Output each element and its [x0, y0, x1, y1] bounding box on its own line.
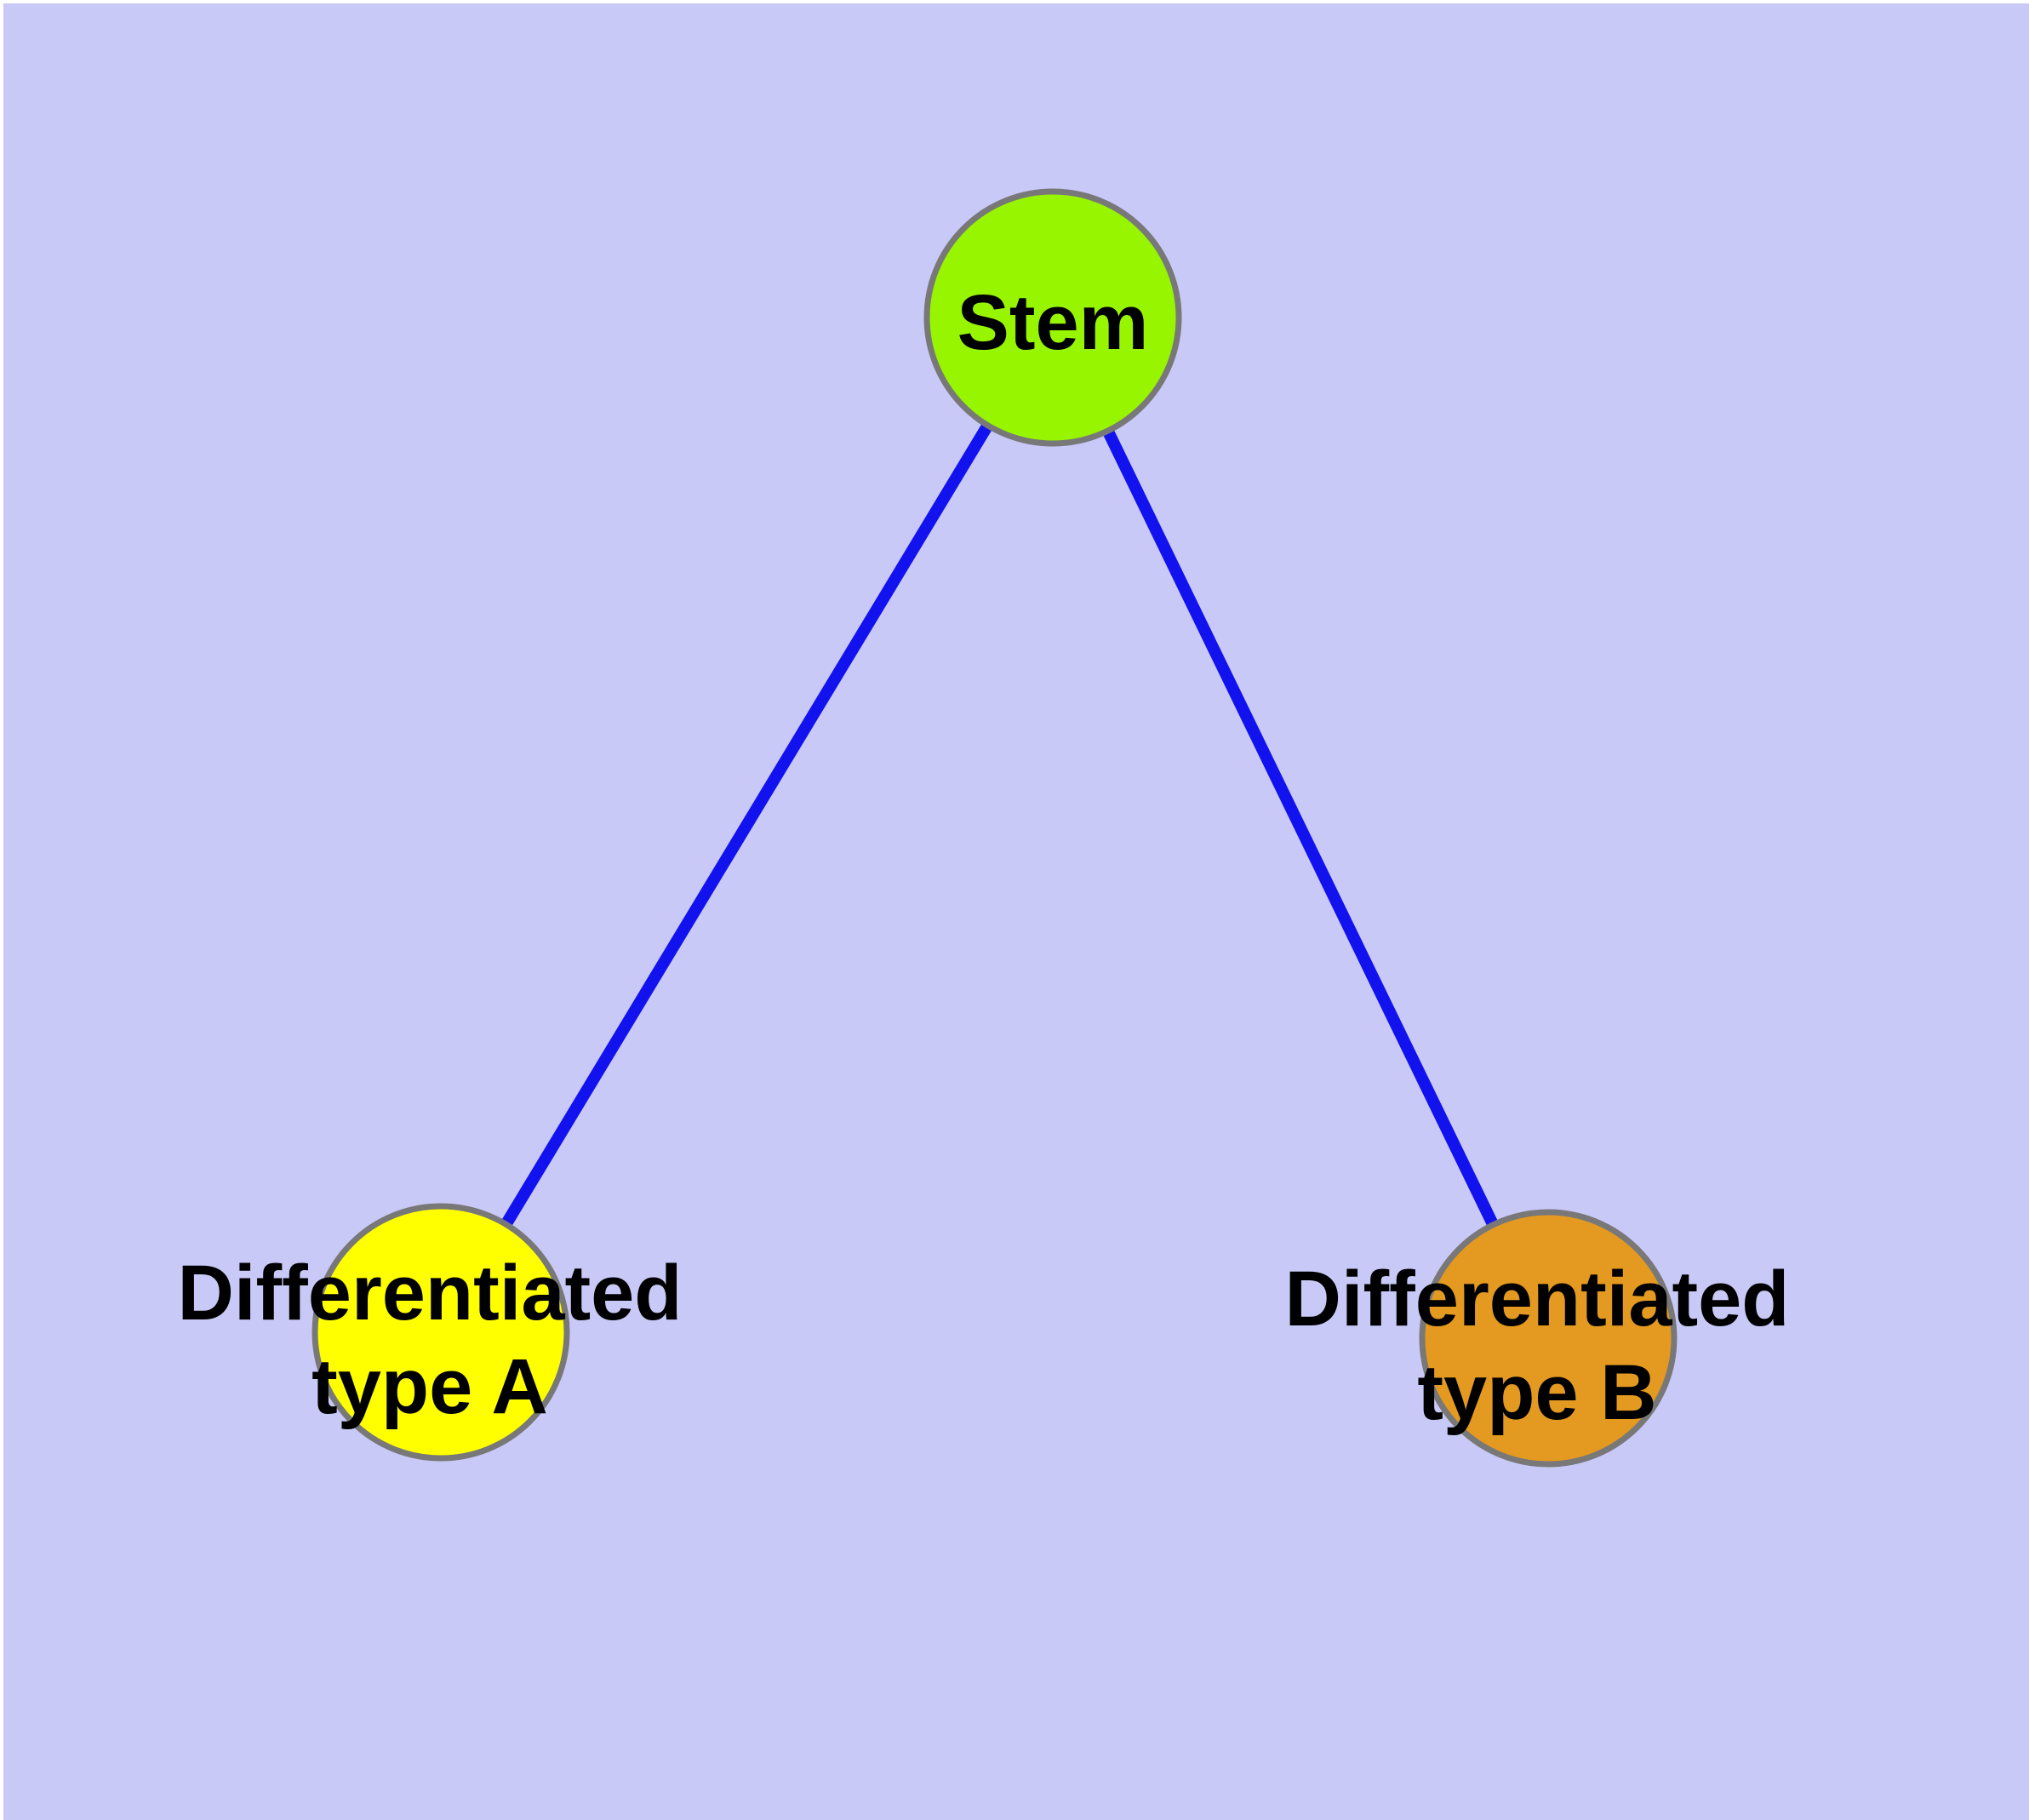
- node-stem-label: Stem: [957, 279, 1149, 366]
- node-type-a-circle: [311, 1203, 570, 1462]
- node-type-a-label-line2: type A: [311, 1343, 548, 1430]
- node-type-b-label-line2: type B: [1417, 1349, 1656, 1436]
- node-type-a-label-line1: Differentiated: [178, 1250, 683, 1336]
- node-type-b-label-line1: Differentiated: [1285, 1256, 1790, 1342]
- edge-stem-to-type-b: [1047, 314, 1554, 1342]
- node-type-b-circle: [1419, 1209, 1677, 1468]
- edge-stem-to-type-a: [436, 314, 1058, 1336]
- node-stem-circle: [923, 188, 1182, 447]
